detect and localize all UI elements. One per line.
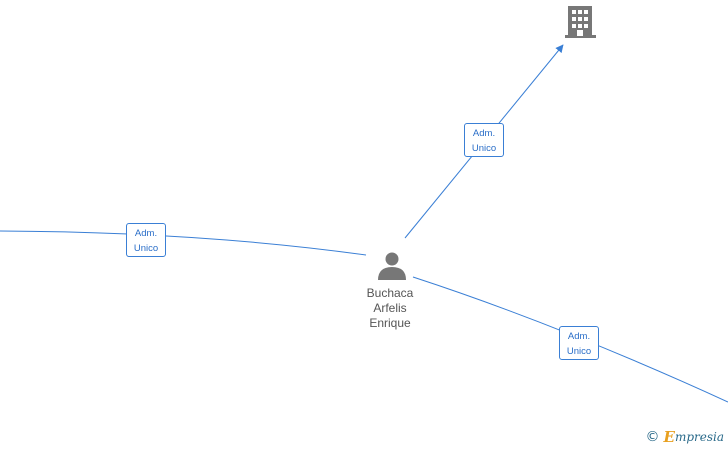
relation-role-line: Adm. [472,128,496,139]
person-name-line: Arfelis [373,301,407,315]
relation-role-line: Adm. [134,228,158,239]
relation-role-line: Adm. [567,331,591,342]
copyright-icon: © [645,429,660,445]
person-icon[interactable] [378,252,406,281]
brand-name: mpresia [674,430,724,444]
person-name-line: Enrique [369,316,411,330]
relation-role-line: Unico [133,243,159,254]
relation-label-left[interactable]: Adm. Unico [126,223,166,257]
person-name-label[interactable]: Buchaca Arfelis Enrique [345,286,435,331]
relation-label-company[interactable]: Adm. Unico [464,123,504,157]
relation-role-line: Unico [566,346,592,357]
brand-initial: E [663,428,675,446]
person-name-line: Buchaca [366,286,414,300]
relation-role-line: Unico [471,143,497,154]
building-icon[interactable] [565,6,596,38]
relation-label-bottom-right[interactable]: Adm. Unico [559,326,599,360]
empresia-watermark: © E mpresia [646,428,725,446]
edge-person-to-left [0,230,367,256]
